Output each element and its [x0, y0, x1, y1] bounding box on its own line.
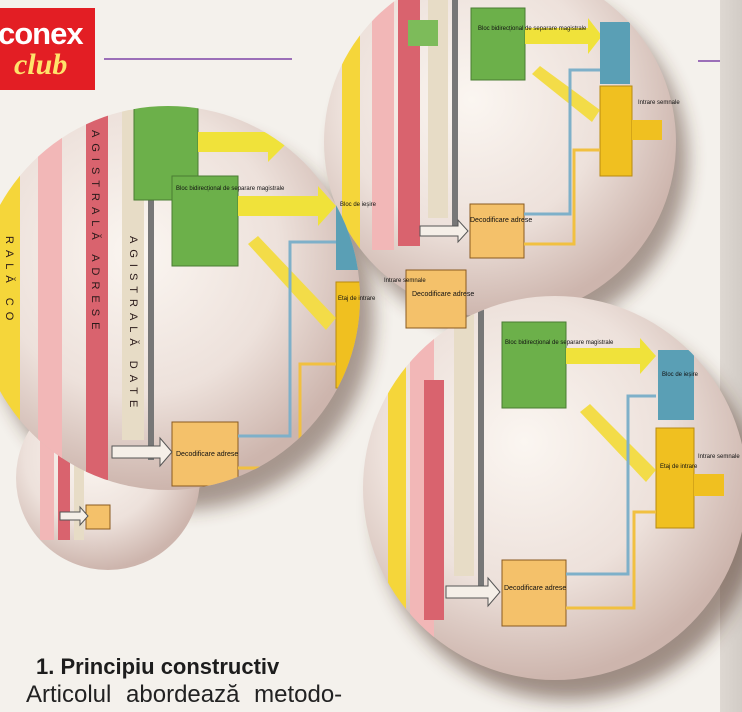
- logo-brand: conex: [0, 16, 84, 51]
- section-heading: 1. Principiu constructiv: [36, 654, 280, 679]
- top-input-signals: Intrare semnale: [638, 100, 680, 106]
- conex-club-logo: conex club: [0, 8, 95, 90]
- middle-green-label: Bloc bidirecțional de separare magistral…: [176, 186, 285, 192]
- diagram-bubble-middle: AGISTRALĂ ADRESE AGISTRALĂ DATE RALĂ CO …: [0, 106, 377, 490]
- bottom-decoder-label: Decodificare adrese: [504, 585, 566, 592]
- top-decoder-label: Decodificare adrese: [470, 217, 532, 224]
- bus-address-label: AGISTRALĂ ADRESE: [89, 130, 102, 335]
- overlap-decoder-label: Decodificare adrese: [412, 291, 474, 298]
- decoder-block-overlap: [405, 269, 467, 329]
- bottom-yellow-label: Etaj de intrare: [660, 464, 698, 470]
- article-body-text: Articolul abordează metodo-: [26, 681, 343, 708]
- middle-yellow-label: Etaj de intrare: [338, 296, 376, 302]
- middle-blue-label: Bloc de ieșire: [340, 202, 377, 208]
- bottom-input-signals: Intrare semnale: [698, 454, 740, 460]
- bus-data-label: AGISTRALĂ DATE: [127, 236, 140, 413]
- middle-decoder-label: Decodificare adrese: [176, 451, 238, 458]
- diagram-bubble-top: Bloc bidirecțional de separare magistral…: [324, 0, 680, 318]
- header-rule-left: [104, 58, 292, 60]
- logo-sub: club: [14, 48, 68, 81]
- bus-control-label: RALĂ CO: [3, 236, 16, 326]
- overlap-input-signals: Intrare semnale: [384, 278, 426, 284]
- diagram-bubble-bottom: Bloc bidirecțional de separare magistral…: [363, 296, 742, 680]
- top-green-label: Bloc bidirecțional de separare magistral…: [478, 26, 587, 32]
- bottom-blue-label: Bloc de ieșire: [662, 372, 699, 378]
- bottom-green-label: Bloc bidirecțional de separare magistral…: [505, 340, 614, 346]
